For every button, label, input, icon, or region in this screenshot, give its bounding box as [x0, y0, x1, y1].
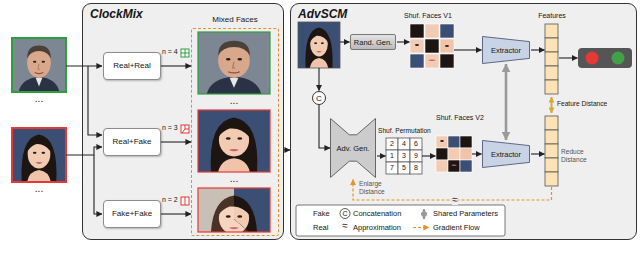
annotation-label: 6	[414, 140, 418, 147]
annotation-label: ...	[35, 93, 43, 104]
annotation-label: Shuf. Faces V1	[404, 12, 452, 19]
legend-label: Approximation	[353, 223, 401, 232]
extractor-outline	[483, 141, 530, 168]
annotation-label: 4	[402, 140, 406, 147]
legend-label: Concatenation	[353, 209, 401, 218]
process-box: Real+Real	[103, 52, 161, 80]
annotation-label: n = 2	[162, 196, 178, 203]
generator-shape: Adv. Gen.	[330, 118, 376, 178]
annotation-label: 7	[390, 164, 394, 171]
annotation-label: Reduce Distance	[561, 148, 587, 163]
extractor-shape: Extractor	[482, 140, 530, 168]
connector	[161, 141, 191, 142]
label-holder: n = 3	[162, 124, 178, 132]
legend-label: Gradient Flow	[433, 223, 480, 232]
annotation-label: ...	[35, 183, 43, 194]
label-holder: Features	[530, 12, 574, 20]
legend-holder: Fake	[313, 208, 330, 219]
concat-circle: C	[312, 91, 326, 105]
label-holder: Feature Distance	[557, 100, 607, 108]
box-label: Real+Fake	[113, 137, 152, 147]
annotation-label: Enlarge Distance	[359, 180, 385, 195]
extractor-outline	[483, 37, 530, 64]
label-holder: n = 2	[162, 196, 178, 204]
annotation-label: 1	[390, 152, 394, 159]
box-label: Fake+Fake	[112, 209, 152, 219]
annotation-label: Shuf. Faces V2	[436, 114, 484, 121]
label-holder: Shuf. Faces V2	[436, 114, 484, 122]
annotation-label: n = 4	[162, 48, 178, 55]
label-holder: Shuf. Faces V1	[404, 12, 452, 20]
box-label: Real+Real	[113, 61, 151, 71]
box-label: Adv. Gen.	[337, 144, 370, 153]
label-holder: ...	[198, 173, 270, 185]
label-holder: Reduce Distance	[561, 148, 605, 164]
box-label: Extractor	[491, 150, 521, 159]
annotation-label: C	[342, 210, 347, 217]
annotation-label: 2	[390, 140, 394, 147]
annotation-label: ≈	[342, 220, 348, 231]
legend-holder: Gradient Flow	[433, 222, 480, 233]
annotation-label: ...	[230, 95, 238, 106]
label-holder: Shuf. Permutation	[378, 127, 431, 135]
label-holder: Enlarge Distance	[359, 180, 405, 196]
connector	[505, 64, 508, 140]
generator-outline	[331, 119, 376, 178]
label-holder: ...	[198, 95, 270, 107]
annotation-label: 5	[402, 164, 406, 171]
process-box: Fake+Fake	[103, 200, 161, 228]
connector	[161, 65, 191, 66]
annotation-label: 8	[414, 164, 418, 171]
annotation-label: n = 3	[162, 124, 178, 131]
annotation-label: Shuf. Permutation	[378, 127, 431, 134]
annotation-label: Features	[538, 12, 566, 19]
label-holder: ...	[12, 183, 66, 195]
panel-title: AdvSCM	[298, 7, 629, 21]
annotation-label: 3	[402, 152, 406, 159]
legend-holder: Approximation	[353, 222, 401, 233]
legend-holder: Real	[313, 222, 328, 233]
legend-label: Shared Parameters	[433, 209, 498, 218]
annotation-label: Feature Distance	[557, 100, 607, 107]
connector	[284, 149, 290, 150]
generator-box: Rand. Gen.	[350, 34, 396, 50]
process-box: Real+Fake	[103, 128, 161, 156]
annotation-label: ≈	[452, 194, 458, 205]
symbol-label: C	[316, 94, 322, 103]
box-label: Rand. Gen.	[354, 38, 392, 47]
legend-label: Real	[313, 223, 328, 232]
legend-holder: Concatenation	[353, 208, 401, 219]
group-title: Mixed Faces	[192, 15, 278, 25]
label-holder: ...	[12, 93, 66, 105]
connector	[161, 213, 191, 214]
legend-holder: Shared Parameters	[433, 208, 498, 219]
extractor-shape: Extractor	[482, 36, 530, 64]
box-label: Extractor	[491, 46, 521, 55]
annotation-label: ...	[230, 173, 238, 184]
panel: AdvSCMRand. Gen.Adv. Gen.CExtractorExtra…	[290, 3, 637, 240]
label-holder: n = 4	[162, 48, 178, 56]
legend-label: Fake	[313, 209, 330, 218]
annotation-label: 9	[414, 152, 418, 159]
